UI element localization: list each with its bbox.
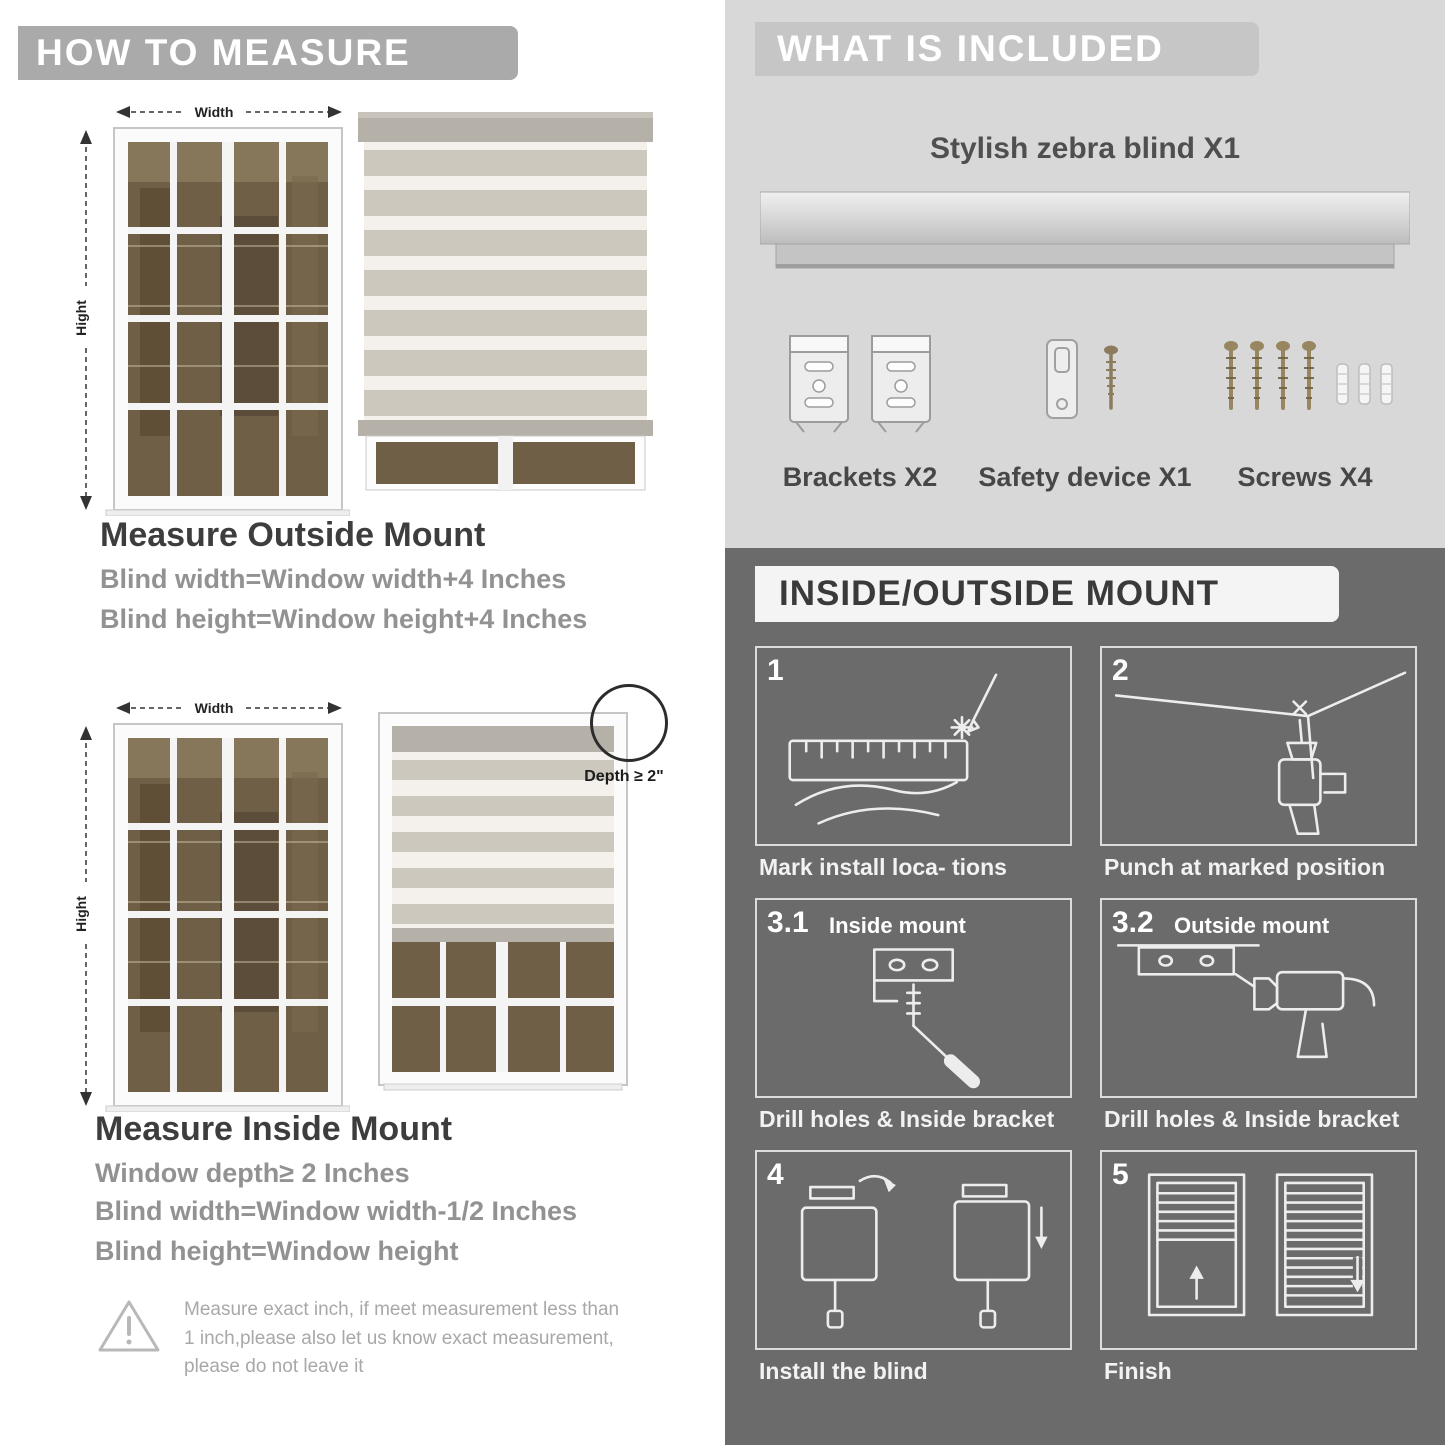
step-4-illustration: [800, 1174, 1048, 1329]
step-3-1-box: 3.1 Inside mount: [755, 898, 1072, 1098]
mount-steps-grid: 1 Mark install loca: [755, 646, 1417, 1390]
step-3-1-number: 3.1: [767, 906, 809, 939]
brackets-icon: [789, 335, 931, 433]
step-2-number: 2: [1112, 654, 1129, 687]
screws-icon: [1224, 341, 1393, 410]
what-is-included-title: WHAT IS INCLUDED: [777, 28, 1164, 69]
inside-mount-blind-illustration: [378, 712, 628, 1091]
brackets-label: Brackets X2: [782, 462, 938, 492]
step-4-caption: Install the blind: [759, 1358, 928, 1384]
step-3-2-illustration: [1116, 944, 1376, 1059]
safety-device-icon: [1046, 339, 1118, 419]
step-1-box: 1: [755, 646, 1072, 846]
mount-section-header: INSIDE/OUTSIDE MOUNT: [755, 566, 1339, 622]
step-5-number: 5: [1112, 1158, 1129, 1191]
width-measure-label: Width: [195, 104, 234, 120]
step-2-box: 2: [1100, 646, 1417, 846]
headrail-illustration: [760, 191, 1410, 269]
step-5-box: 5: [1100, 1150, 1417, 1350]
step-3-2: 3.2 Outside mount: [1100, 898, 1417, 1138]
step-3-2-sublabel: Outside mount: [1174, 913, 1330, 938]
outside-mount-heading: Measure Outside Mount: [100, 516, 486, 554]
step-1-number: 1: [767, 654, 784, 687]
inside-mount-line2: Blind width=Window width-1/2 Inches: [95, 1196, 578, 1226]
outside-mount-line2: Blind height=Window height+4 Inches: [100, 604, 588, 634]
step-1-caption: Mark install loca- tions: [759, 854, 1007, 880]
depth-callout-circle: [590, 684, 668, 762]
mount-section-title: INSIDE/OUTSIDE MOUNT: [779, 574, 1220, 613]
step-3-2-box: 3.2 Outside mount: [1100, 898, 1417, 1098]
depth-label: Depth ≥ 2": [584, 768, 664, 785]
step-2-illustration: [1114, 671, 1407, 835]
inside-mount-line1: Window depth≥ 2 Inches: [95, 1158, 410, 1188]
mount-steps-section: INSIDE/OUTSIDE MOUNT 1: [725, 548, 1445, 1445]
outside-mount-window-illustration: Width Hight: [73, 104, 350, 516]
screws-label: Screws X4: [1237, 462, 1373, 492]
step-5-illustration: [1147, 1173, 1374, 1317]
inside-mount-blind-figure: Depth ≥ 2": [378, 684, 668, 1092]
inside-mount-line3: Blind height=Window height: [95, 1236, 459, 1266]
step-5-caption: Finish: [1104, 1358, 1172, 1384]
step-2: 2 Pu: [1100, 646, 1417, 886]
step-5: 5: [1100, 1150, 1417, 1390]
safety-device-label: Safety device X1: [978, 462, 1192, 492]
outside-mount-blind-illustration: [358, 112, 653, 491]
what-is-included-header: WHAT IS INCLUDED: [755, 22, 1259, 76]
step-1: 1 Mark install loca: [755, 646, 1072, 886]
step-1-illustration: [788, 673, 998, 825]
inside-mount-window-illustration: Width Hight: [73, 700, 350, 1112]
step-3-1-sublabel: Inside mount: [829, 913, 966, 938]
width-measure-label: Width: [195, 700, 234, 716]
warning-icon: [98, 1300, 160, 1352]
step-2-caption: Punch at marked position: [1104, 854, 1386, 880]
measure-warning: Measure exact inch, if meet measurement …: [96, 1296, 641, 1382]
inside-mount-heading: Measure Inside Mount: [95, 1110, 453, 1148]
step-3-1-caption: Drill holes & Inside bracket: [759, 1106, 1055, 1132]
step-4-number: 4: [767, 1158, 784, 1191]
how-to-measure-header: HOW TO MEASURE: [18, 26, 518, 80]
zebra-blind-label: Stylish zebra blind X1: [929, 132, 1241, 165]
what-is-included-section: WHAT IS INCLUDED Stylish zebra blind X1: [725, 0, 1445, 548]
step-4-box: 4: [755, 1150, 1072, 1350]
step-3-1-illustration: [873, 948, 981, 1089]
height-measure-label: Hight: [73, 896, 89, 932]
step-4: 4: [755, 1150, 1072, 1390]
step-3-2-caption: Drill holes & Inside bracket: [1104, 1106, 1400, 1132]
warning-text: Measure exact inch, if meet measurement …: [184, 1299, 620, 1377]
outside-mount-line1: Blind width=Window width+4 Inches: [100, 564, 567, 594]
how-to-measure-title: HOW TO MEASURE: [36, 32, 411, 73]
height-measure-label: Hight: [73, 300, 89, 336]
step-3-1: 3.1 Inside mount: [755, 898, 1072, 1138]
step-3-2-number: 3.2: [1112, 906, 1154, 939]
